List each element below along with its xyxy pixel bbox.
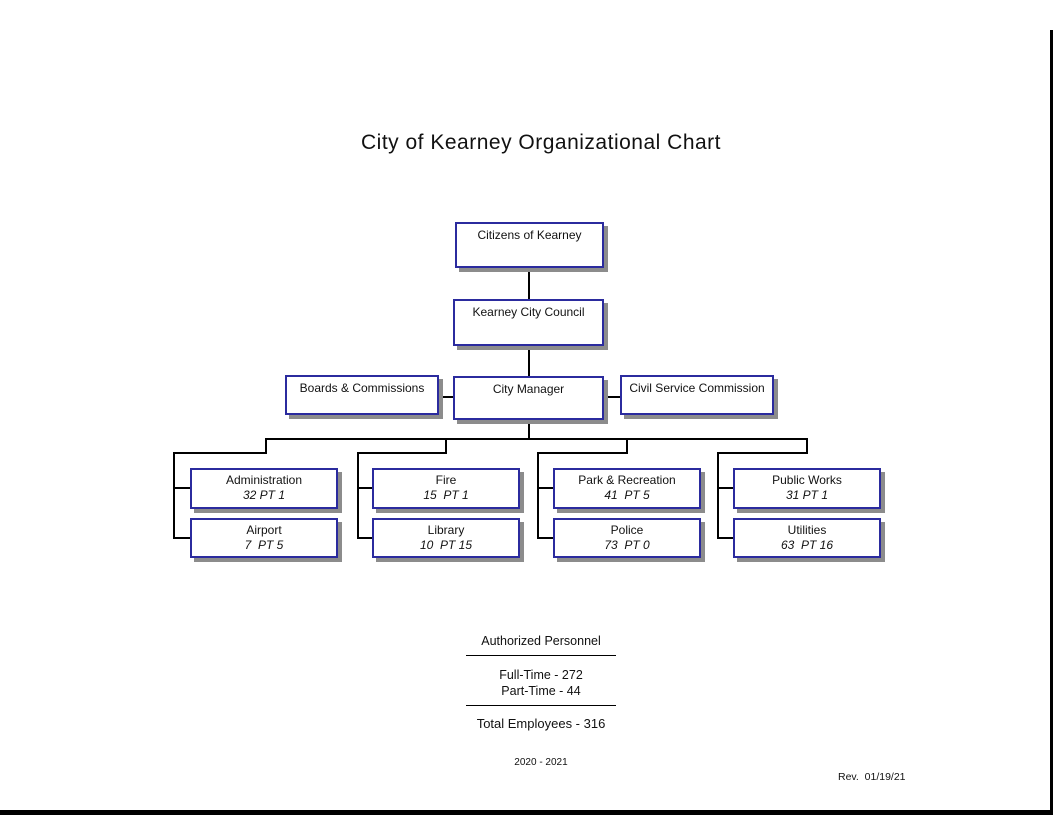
- org-node-boards-commissions-label: Boards & Commissions: [299, 381, 425, 395]
- org-node-civil-service: Civil Service Commission: [620, 375, 774, 415]
- org-node-police: Police 73 PT 0: [553, 518, 701, 558]
- connector-stub-utilities: [717, 537, 733, 539]
- connector-drop-4: [806, 438, 808, 454]
- org-node-city-manager: City Manager: [453, 376, 604, 420]
- connector-step-1: [173, 452, 267, 454]
- org-node-park-recreation: Park & Recreation 41 PT 5: [553, 468, 701, 509]
- connector-spine-2: [357, 452, 359, 539]
- department-staff-count: 10 PT 15: [419, 538, 473, 552]
- org-node-airport: Airport 7 PT 5: [190, 518, 338, 558]
- connector-stub-airport: [173, 537, 190, 539]
- page-bottom-border: [0, 810, 1053, 815]
- department-staff-count: 31 PT 1: [785, 488, 829, 502]
- connector-main-horizontal: [265, 438, 808, 440]
- org-node-citizens: Citizens of Kearney: [455, 222, 604, 268]
- department-staff-count: 63 PT 16: [780, 538, 834, 552]
- org-node-citizens-label: Citizens of Kearney: [477, 228, 582, 242]
- summary-years: 2020 - 2021: [514, 757, 568, 768]
- department-staff-count: 15 PT 1: [423, 488, 469, 502]
- connector-spine-1: [173, 452, 175, 539]
- department-name: Utilities: [787, 523, 827, 537]
- department-name: Fire: [435, 473, 457, 487]
- summary-divider-top: [466, 655, 616, 656]
- department-name: Airport: [246, 523, 282, 537]
- connector-stub-administration: [173, 487, 190, 489]
- org-node-administration: Administration 32 PT 1: [190, 468, 338, 509]
- connector-stub-fire: [357, 487, 372, 489]
- connector-drop-3: [626, 438, 628, 454]
- department-name: Administration: [225, 473, 303, 487]
- summary-heading: Authorized Personnel: [481, 634, 601, 648]
- connector-manager-drop: [528, 420, 530, 438]
- connector-spine-4: [717, 452, 719, 539]
- connector-stub-public-works: [717, 487, 733, 489]
- org-node-library: Library 10 PT 15: [372, 518, 520, 558]
- department-staff-count: 41 PT 5: [604, 488, 650, 502]
- connector-drop-2: [445, 438, 447, 454]
- connector-stub-library: [357, 537, 372, 539]
- connector-stub-police: [537, 537, 553, 539]
- org-node-public-works: Public Works 31 PT 1: [733, 468, 881, 509]
- page-title: City of Kearney Organizational Chart: [361, 131, 721, 154]
- org-node-city-council: Kearney City Council: [453, 299, 604, 346]
- connector-drop-1: [265, 438, 267, 454]
- page-right-border: [1050, 30, 1053, 812]
- org-node-city-manager-label: City Manager: [492, 382, 565, 396]
- connector-citizens-council: [528, 268, 530, 299]
- department-name: Public Works: [772, 473, 842, 487]
- department-name: Park & Recreation: [578, 473, 676, 487]
- org-node-fire: Fire 15 PT 1: [372, 468, 520, 509]
- connector-step-2: [357, 452, 447, 454]
- connector-step-4: [717, 452, 808, 454]
- org-node-boards-commissions: Boards & Commissions: [285, 375, 439, 415]
- personnel-summary: Authorized Personnel Full-Time - 272 Par…: [441, 633, 641, 771]
- org-node-city-council-label: Kearney City Council: [472, 305, 585, 319]
- org-node-civil-service-label: Civil Service Commission: [629, 381, 765, 395]
- department-name: Library: [427, 523, 465, 537]
- summary-divider-bottom: [466, 705, 616, 706]
- department-staff-count: 7 PT 5: [244, 538, 284, 552]
- connector-manager-civil: [604, 396, 620, 398]
- org-node-utilities: Utilities 63 PT 16: [733, 518, 881, 558]
- connector-spine-3: [537, 452, 539, 539]
- connector-council-manager: [528, 346, 530, 376]
- connector-stub-park: [537, 487, 553, 489]
- department-name: Police: [610, 523, 644, 537]
- summary-total: Total Employees - 316: [476, 716, 606, 731]
- summary-part-time: Part-Time - 44: [501, 684, 581, 698]
- connector-step-3: [537, 452, 628, 454]
- department-staff-count: 73 PT 0: [604, 538, 650, 552]
- revision-date: Rev. 01/19/21: [838, 771, 906, 783]
- connector-boards-manager: [439, 396, 453, 398]
- department-staff-count: 32 PT 1: [242, 488, 286, 502]
- summary-full-time: Full-Time - 272: [499, 668, 583, 682]
